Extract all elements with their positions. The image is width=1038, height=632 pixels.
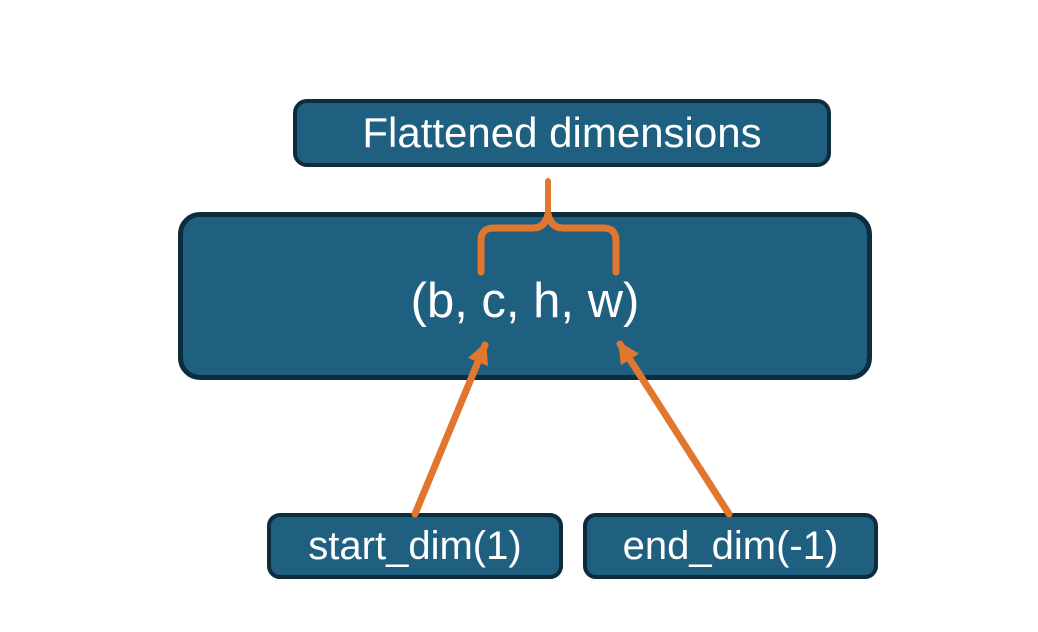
flattened-dimensions-label: Flattened dimensions <box>362 109 762 156</box>
tensor-shape-label: (b, c, h, w) <box>410 274 640 328</box>
tensor-shape-box: (b, c, h, w) <box>178 212 872 380</box>
start-dim-label: start_dim(1) <box>308 523 522 568</box>
flattened-dimensions-box: Flattened dimensions <box>293 99 831 167</box>
start-dim-box: start_dim(1) <box>267 513 563 579</box>
end-dim-label: end_dim(-1) <box>622 523 839 568</box>
end-dim-box: end_dim(-1) <box>583 513 878 579</box>
